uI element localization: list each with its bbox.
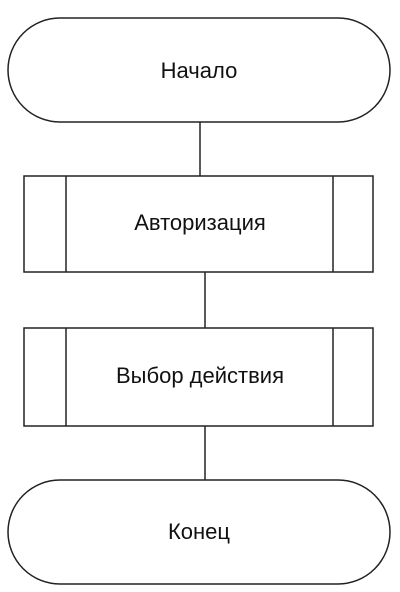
end-terminator: Конец bbox=[7, 479, 391, 585]
end-label: Конец bbox=[168, 519, 230, 544]
choose-action-process-shape bbox=[23, 327, 374, 427]
choose-action-process: Выбор действия bbox=[23, 327, 374, 427]
auth-label: Авторизация bbox=[134, 210, 266, 235]
end-terminator-shape bbox=[7, 479, 391, 585]
start-terminator-shape bbox=[7, 17, 391, 123]
choose-action-label: Выбор действия bbox=[116, 363, 284, 388]
start-label: Начало bbox=[161, 58, 238, 83]
auth-process: Авторизация bbox=[23, 175, 374, 273]
start-terminator: Начало bbox=[7, 17, 391, 123]
auth-process-shape bbox=[23, 175, 374, 273]
